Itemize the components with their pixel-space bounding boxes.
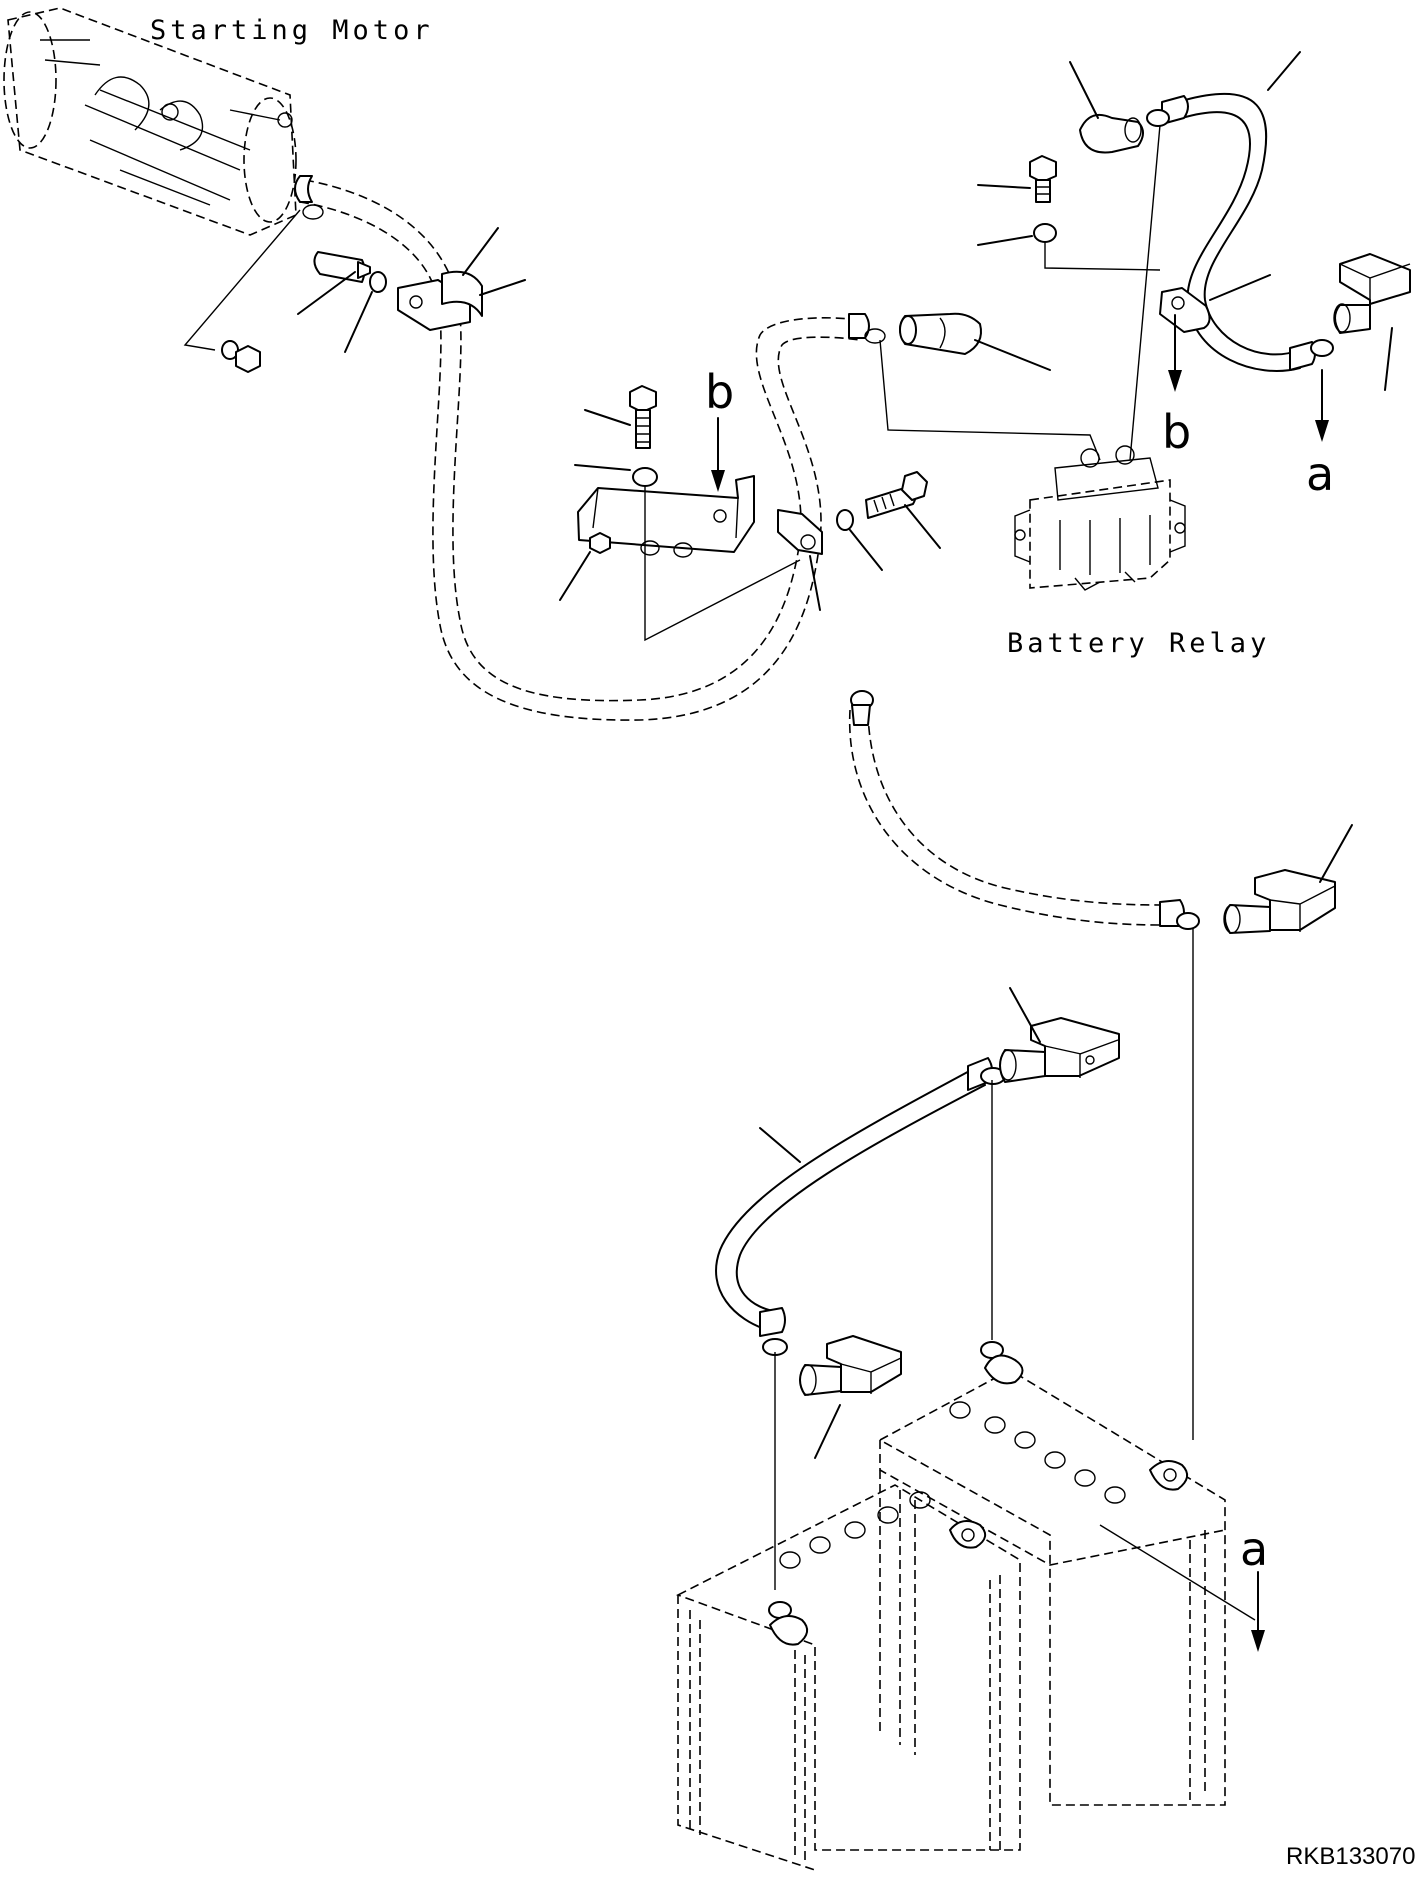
relay-terminal-cap bbox=[899, 312, 1051, 371]
battery-front bbox=[675, 1484, 1021, 1871]
relay-to-battery-cable bbox=[1146, 51, 1334, 372]
battery-relay bbox=[1014, 445, 1186, 591]
reference-a-bottom: a bbox=[1099, 1522, 1268, 1652]
starter-cable-clamp bbox=[397, 227, 526, 331]
starting-motor bbox=[3, 7, 297, 236]
starting-motor-label: Starting Motor bbox=[150, 15, 434, 46]
ground-cable bbox=[848, 690, 1200, 930]
relay-bolt bbox=[977, 155, 1161, 271]
reference-b-right: b bbox=[1162, 314, 1191, 459]
svg-text:b: b bbox=[705, 365, 734, 419]
svg-text:a: a bbox=[1240, 1522, 1268, 1576]
drawing-code: RKB133070 bbox=[1286, 1843, 1415, 1870]
jumper-cap-top bbox=[999, 987, 1120, 1083]
middle-cable-clamp bbox=[777, 471, 941, 611]
jumper-cap-bottom bbox=[799, 1335, 902, 1459]
starter-cable bbox=[294, 175, 886, 721]
ground-terminal-cap bbox=[1223, 824, 1353, 934]
bracket-assembly bbox=[559, 385, 801, 642]
relay-cable-clamp bbox=[1159, 274, 1271, 333]
relay-cap-top bbox=[1069, 61, 1144, 154]
battery-rear bbox=[878, 1341, 1226, 1806]
svg-text:a: a bbox=[1306, 447, 1334, 501]
battery-relay-label: Battery Relay bbox=[1007, 628, 1270, 659]
starter-bolt bbox=[297, 251, 387, 353]
reference-a-right: a bbox=[1306, 369, 1334, 501]
reference-b-left: b bbox=[705, 365, 734, 492]
battery-jumper-cable bbox=[715, 1057, 1006, 1356]
battery-cap-right bbox=[1333, 253, 1411, 391]
svg-text:b: b bbox=[1162, 405, 1191, 459]
